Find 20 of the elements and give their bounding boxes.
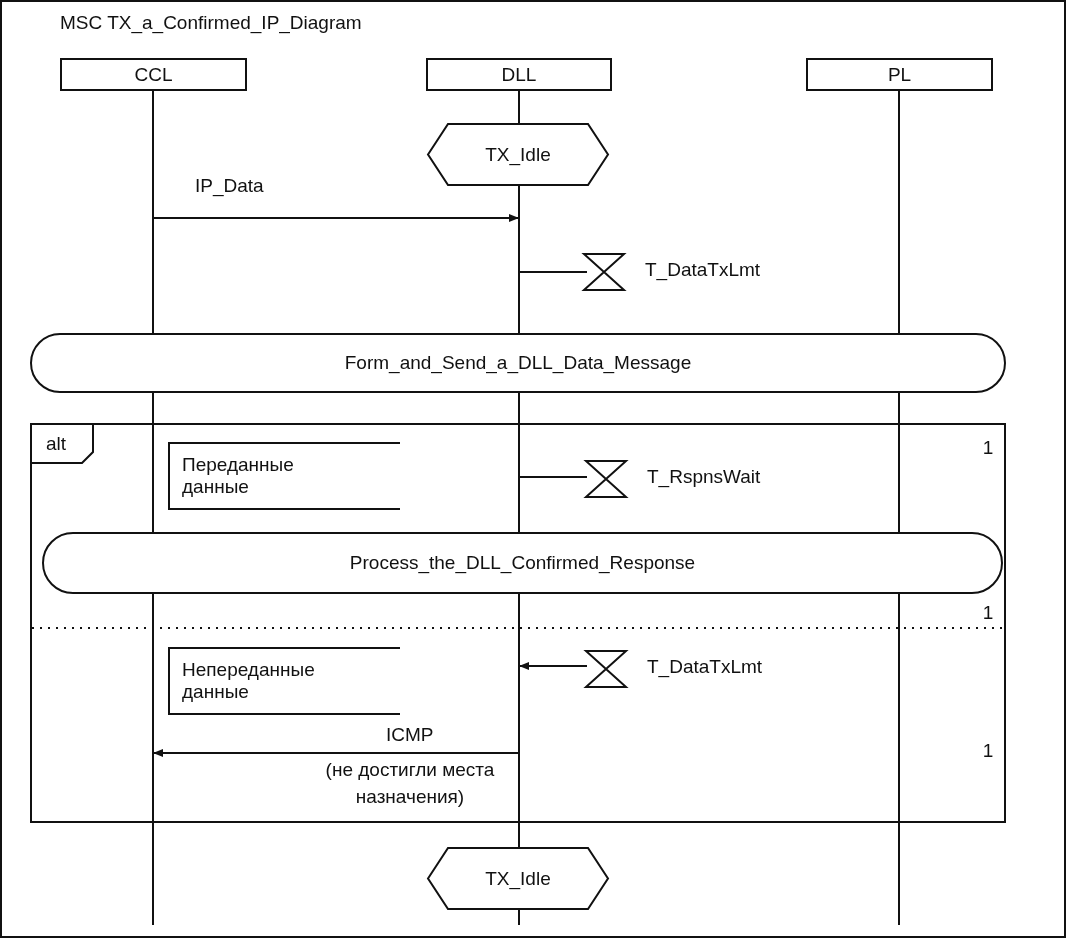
message-label: IP_Data xyxy=(195,175,264,197)
branch-number: 1 xyxy=(981,601,995,625)
message-note: (не достигли места назначения) xyxy=(324,758,496,809)
instance-head: PL xyxy=(806,58,993,91)
alt-frame xyxy=(30,423,1006,823)
timer-label: T_DataTxLmt xyxy=(645,259,761,281)
instance-head: CCL xyxy=(60,58,247,91)
branch-number: 1 xyxy=(981,436,995,460)
branch-number: 1 xyxy=(981,739,995,763)
timer-label: T_DataTxLmt xyxy=(647,656,763,678)
timer-label: T_RspnsWait xyxy=(647,466,761,488)
message-label: ICMP xyxy=(386,724,434,746)
condition-symbol: Переданные данные xyxy=(168,442,400,510)
diagram-title: MSC TX_a_Confirmed_IP_Diagram xyxy=(60,12,362,34)
condition-symbol: Непереданные данные xyxy=(168,647,400,715)
message-arrow xyxy=(152,749,520,757)
message-arrow xyxy=(152,214,520,222)
reference-band: Form_and_Send_a_DLL_Data_Message xyxy=(30,333,1006,393)
reference-band: Process_the_DLL_Confirmed_Response xyxy=(42,532,1003,594)
instance-head: DLL xyxy=(426,58,612,91)
